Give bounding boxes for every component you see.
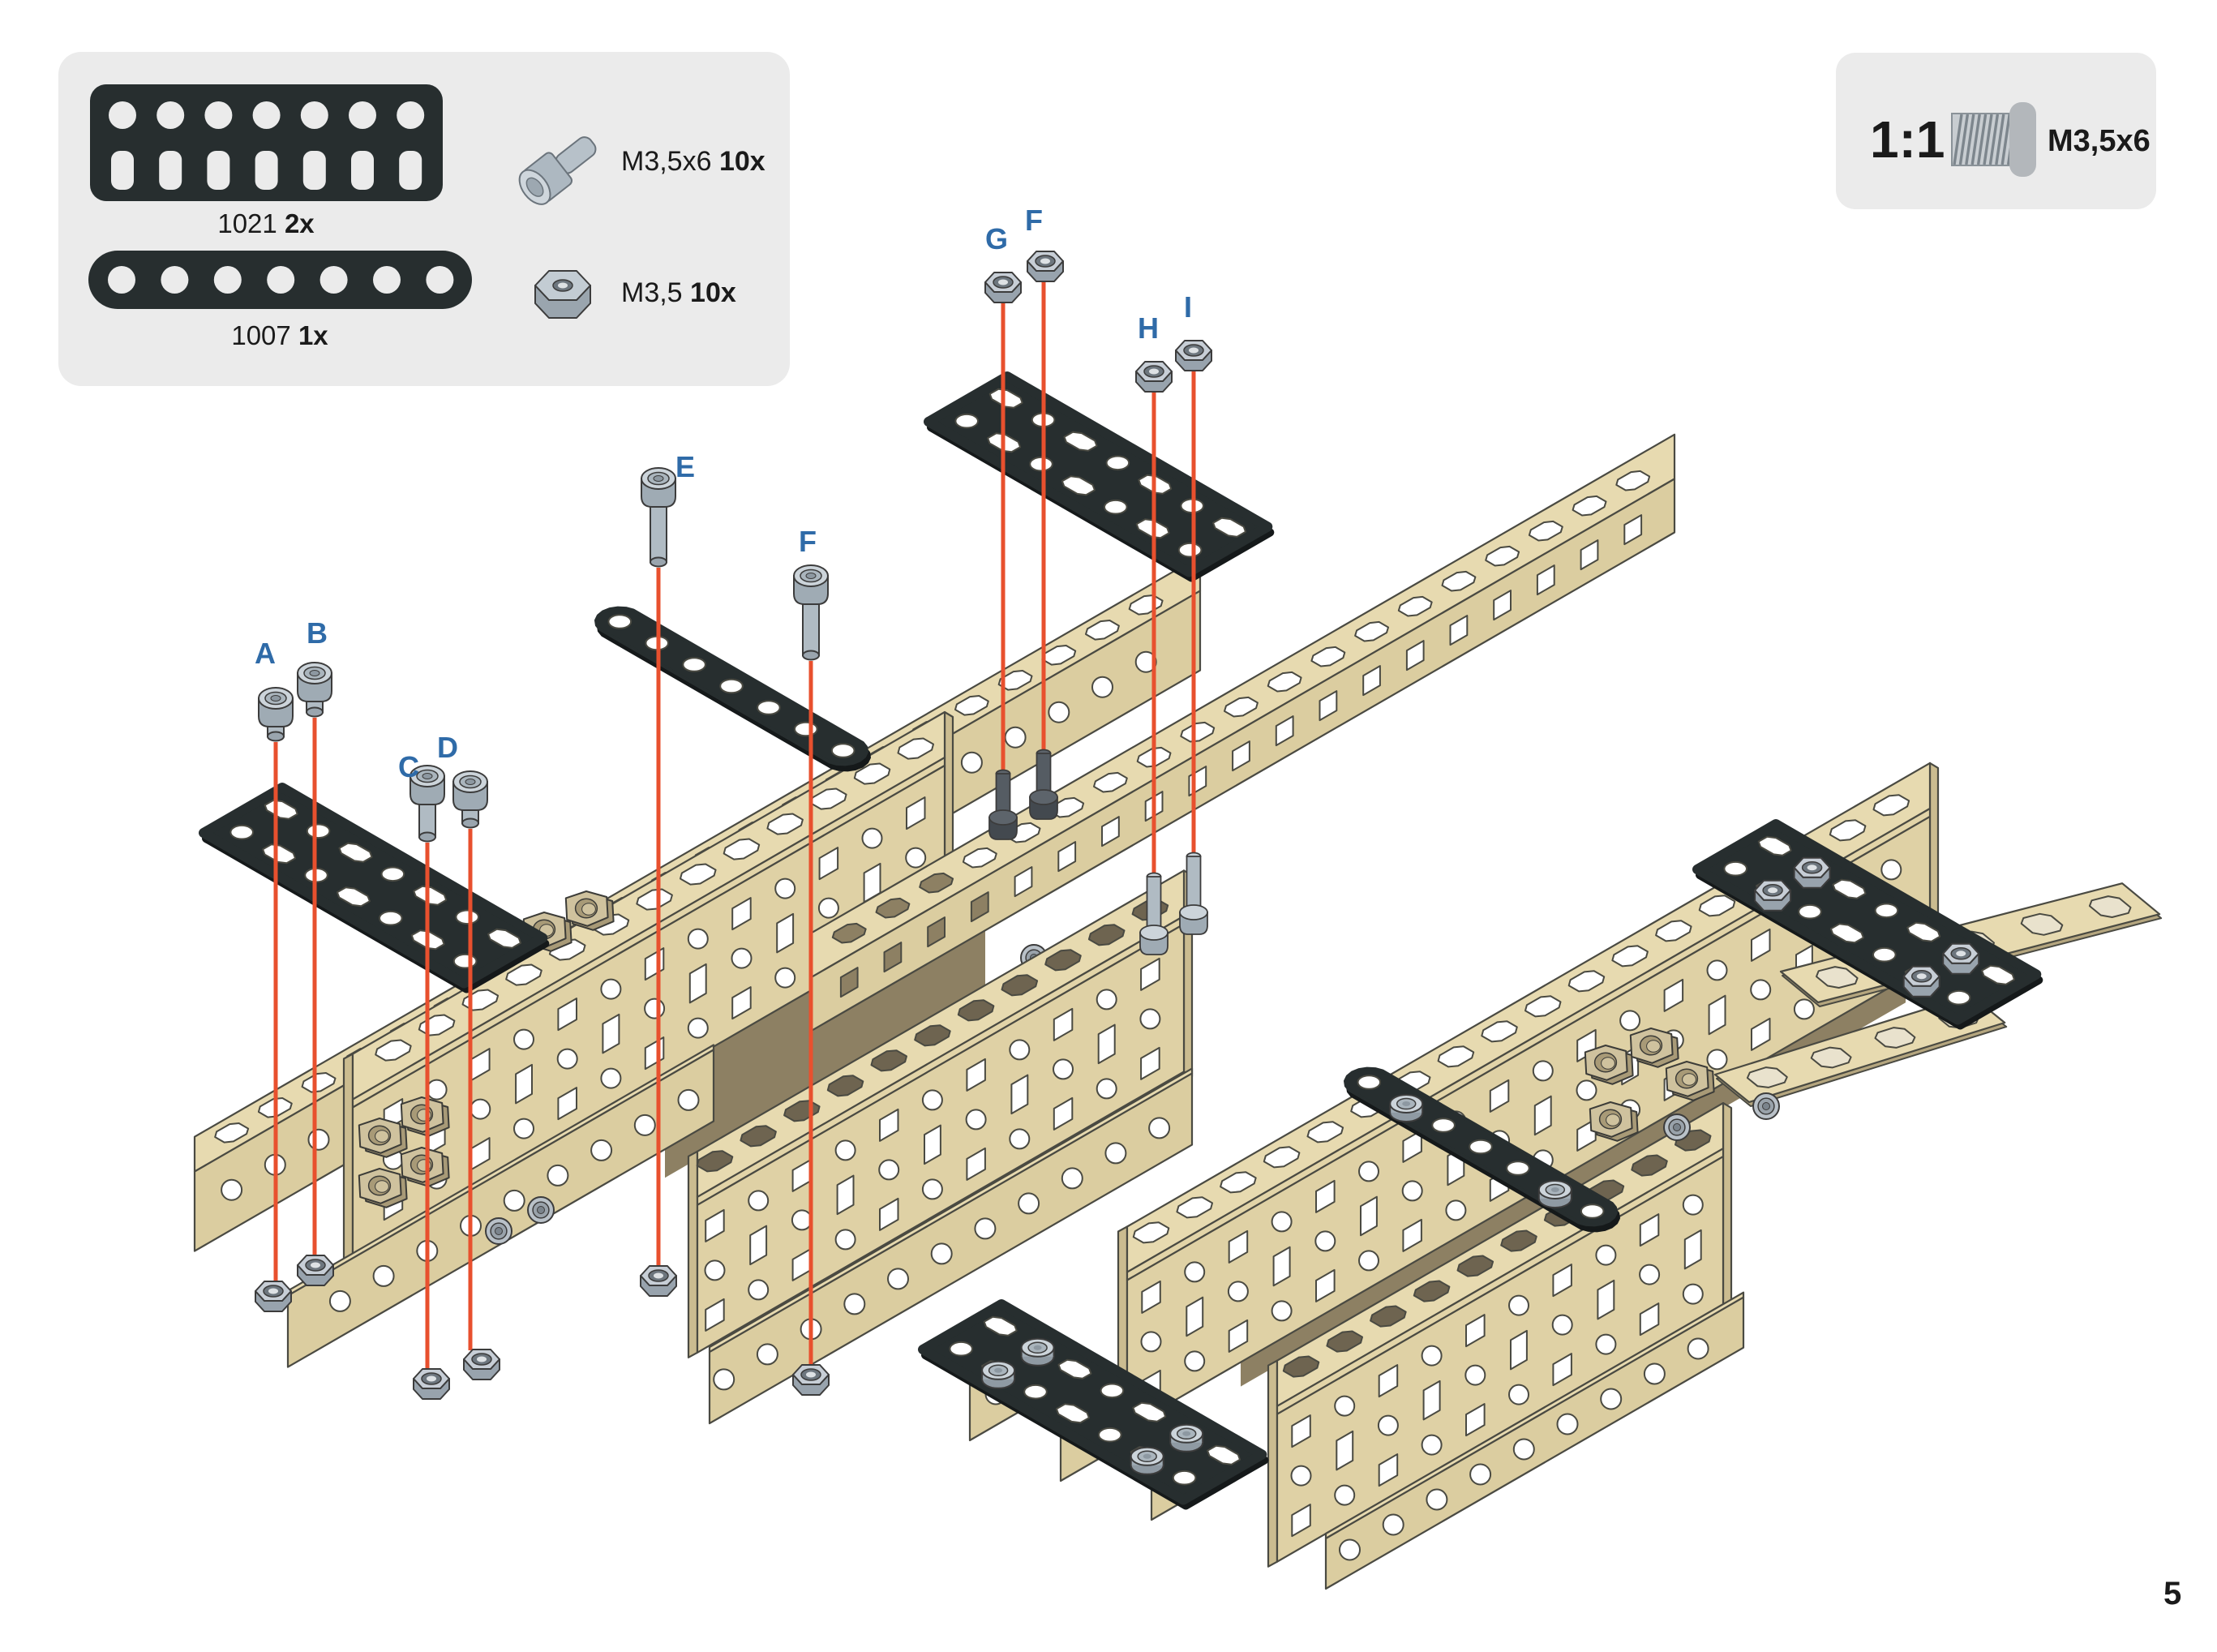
svg-text:C: C	[398, 750, 419, 783]
svg-text:M3,5x6 10x: M3,5x6 10x	[621, 146, 765, 177]
svg-text:F: F	[1025, 204, 1043, 237]
svg-text:M3,5x6: M3,5x6	[2048, 124, 2151, 158]
svg-text:1:1: 1:1	[1870, 110, 1945, 169]
svg-text:I: I	[1184, 290, 1192, 324]
svg-text:H: H	[1138, 311, 1159, 345]
svg-text:E: E	[675, 450, 695, 483]
svg-text:B: B	[307, 616, 328, 650]
svg-text:1007 1x: 1007 1x	[231, 320, 328, 350]
svg-text:D: D	[437, 731, 458, 764]
svg-text:M3,5 10x: M3,5 10x	[621, 277, 736, 308]
svg-text:F: F	[799, 525, 817, 558]
svg-text:1021 2x: 1021 2x	[217, 208, 315, 238]
svg-text:G: G	[985, 222, 1008, 255]
svg-text:A: A	[255, 637, 276, 670]
svg-text:5: 5	[2163, 1576, 2181, 1611]
